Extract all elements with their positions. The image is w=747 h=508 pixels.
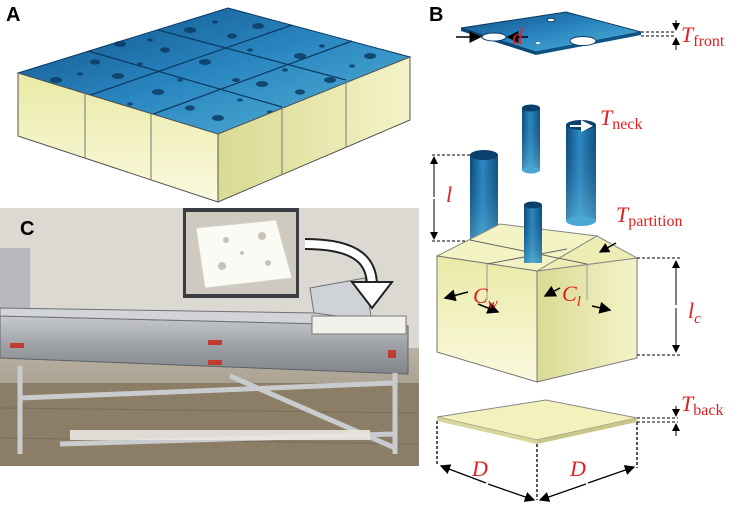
t-back-dimension xyxy=(637,406,680,436)
experimental-setup-photo xyxy=(0,208,419,466)
label-d-right: D xyxy=(569,456,586,481)
photo-illustration xyxy=(0,208,419,466)
t-partition-arrow xyxy=(598,242,617,253)
d-side-dimensions xyxy=(436,421,638,502)
label-t-partition: Tpartition xyxy=(616,202,682,230)
label-t-back: Tback xyxy=(681,391,723,419)
label-c-w: Cw xyxy=(473,283,498,312)
label-t-front: Tfront xyxy=(681,22,725,50)
neck-tube-right xyxy=(566,120,596,226)
label-t-neck: Tneck xyxy=(600,105,642,133)
label-d: d xyxy=(512,24,524,49)
label-c-l: Cl xyxy=(562,281,581,310)
l-dimension xyxy=(430,154,470,242)
back-plate xyxy=(436,399,638,444)
unit-cell-exploded: d Tfront Tneck l Tpartition Cw Cl lc Tba… xyxy=(430,11,725,502)
front-plate xyxy=(460,11,642,55)
panel-label-b: B xyxy=(429,4,444,26)
neck-tube-middle xyxy=(522,104,540,174)
array-holes xyxy=(50,20,376,121)
array-3d-model xyxy=(16,7,412,203)
cavity-box xyxy=(435,201,639,383)
label-l-c: lc xyxy=(688,298,701,327)
t-front-dimension xyxy=(641,20,680,50)
cell-dimension-arrows xyxy=(443,285,612,314)
label-l: l xyxy=(446,182,452,207)
array-face-dividers xyxy=(84,82,347,180)
label-d-left: D xyxy=(471,456,488,481)
array-top-grid xyxy=(81,24,353,117)
panel-label-c: C xyxy=(20,218,35,240)
lc-dimension xyxy=(637,257,680,356)
panel-label-a: A xyxy=(6,4,21,26)
